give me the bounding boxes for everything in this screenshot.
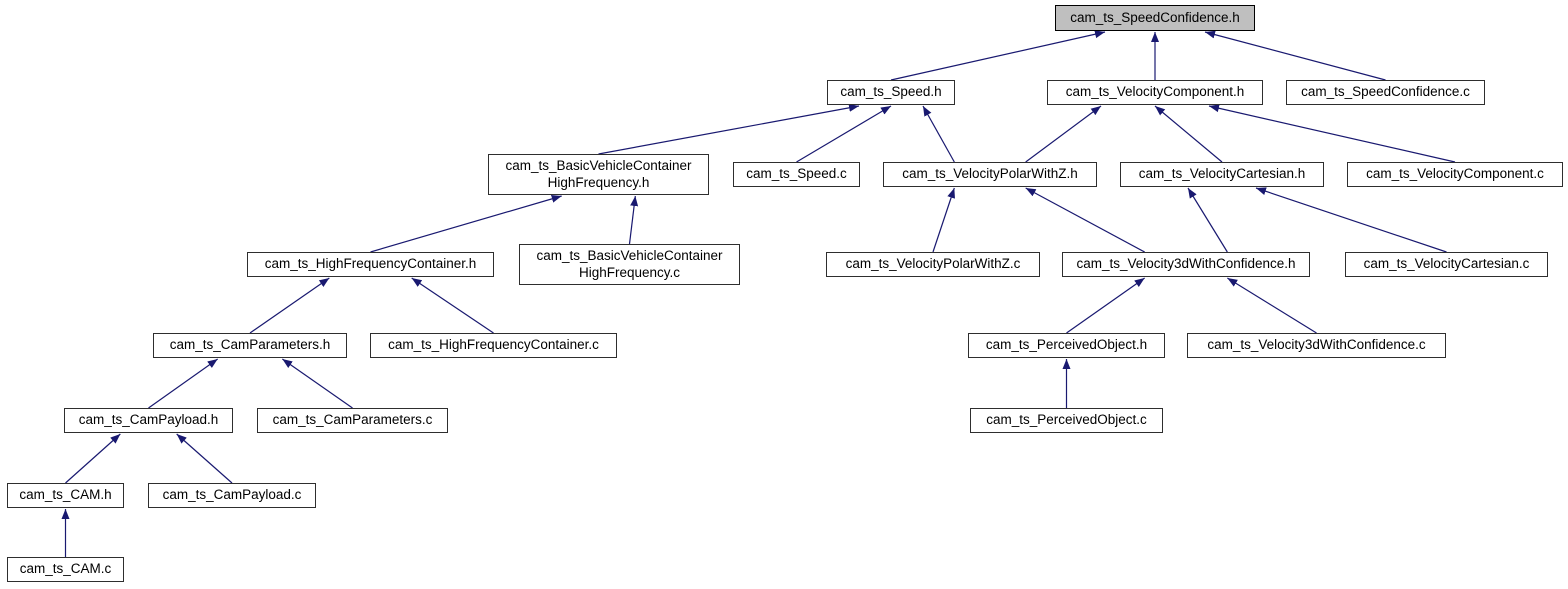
edge-cam-ts-velocitypolarwithz-h-to-cam-ts-speed-h [922, 105, 955, 163]
node-cam-ts-speedconfidence-h: cam_ts_SpeedConfidence.h [1055, 5, 1255, 31]
node-cam-ts-camparameters-h[interactable]: cam_ts_CamParameters.h [153, 333, 347, 358]
node-cam-ts-perceivedobject-c[interactable]: cam_ts_PerceivedObject.c [970, 408, 1163, 433]
node-cam-ts-camparameters-c[interactable]: cam_ts_CamParameters.c [257, 408, 448, 433]
edge-cam-ts-velocitycomponent-c-to-cam-ts-velocitycomponent-h [1208, 104, 1456, 163]
node-cam-ts-cam-h[interactable]: cam_ts_CAM.h [7, 483, 124, 508]
node-cam-ts-highfrequencycontainer-c[interactable]: cam_ts_HighFrequencyContainer.c [370, 333, 617, 358]
node-cam-ts-speed-h[interactable]: cam_ts_Speed.h [827, 80, 955, 105]
node-cam-ts-cam-c[interactable]: cam_ts_CAM.c [7, 557, 124, 582]
edge-cam-ts-velocitycartesian-h-to-cam-ts-velocitycomponent-h [1154, 105, 1223, 163]
edge-cam-ts-campayload-c-to-cam-ts-campayload-h [176, 433, 233, 484]
node-cam-ts-highfrequencycontainer-h[interactable]: cam_ts_HighFrequencyContainer.h [247, 252, 494, 277]
edge-cam-ts-camparameters-c-to-cam-ts-camparameters-h [281, 358, 353, 409]
node-cam-ts-velocity3dwithconfidence-c[interactable]: cam_ts_Velocity3dWithConfidence.c [1187, 333, 1446, 358]
node-cam-ts-velocitypolarwithz-c[interactable]: cam_ts_VelocityPolarWithZ.c [826, 252, 1040, 277]
edge-cam-ts-basicvehiclecontainerhighfrequency-c-to-cam-ts-basicvehiclecontainerhighfrequency-h [628, 195, 639, 245]
edge-cam-ts-cam-h-to-cam-ts-campayload-h [65, 433, 121, 484]
edge-cam-ts-speed-h-to-cam-ts-speedconfidence-h [890, 30, 1106, 81]
edge-cam-ts-velocitypolarwithz-c-to-cam-ts-velocitypolarwithz-h [932, 187, 955, 253]
edge-cam-ts-campayload-h-to-cam-ts-camparameters-h [148, 358, 219, 409]
node-cam-ts-speed-c[interactable]: cam_ts_Speed.c [733, 162, 860, 187]
edge-cam-ts-velocitycartesian-c-to-cam-ts-velocitycartesian-h [1255, 187, 1447, 253]
edge-cam-ts-velocity3dwithconfidence-h-to-cam-ts-velocitycartesian-h [1187, 187, 1228, 253]
edge-cam-ts-camparameters-h-to-cam-ts-highfrequencycontainer-h [249, 277, 330, 334]
edge-cam-ts-highfrequencycontainer-c-to-cam-ts-highfrequencycontainer-h [411, 277, 494, 334]
node-cam-ts-velocitycartesian-c[interactable]: cam_ts_VelocityCartesian.c [1345, 252, 1548, 277]
node-cam-ts-campayload-h[interactable]: cam_ts_CamPayload.h [64, 408, 233, 433]
edge-cam-ts-velocity3dwithconfidence-c-to-cam-ts-velocity3dwithconfidence-h [1227, 277, 1317, 334]
edge-cam-ts-speedconfidence-c-to-cam-ts-speedconfidence-h [1204, 30, 1386, 81]
edge-cam-ts-velocitypolarwithz-h-to-cam-ts-velocitycomponent-h [1025, 105, 1102, 163]
node-cam-ts-speedconfidence-c[interactable]: cam_ts_SpeedConfidence.c [1286, 80, 1485, 105]
edge-cam-ts-velocity3dwithconfidence-h-to-cam-ts-velocitypolarwithz-h [1025, 187, 1145, 253]
node-cam-ts-perceivedobject-h[interactable]: cam_ts_PerceivedObject.h [968, 333, 1165, 358]
node-cam-ts-velocitycomponent-h[interactable]: cam_ts_VelocityComponent.h [1047, 80, 1263, 105]
edge-cam-ts-basicvehiclecontainerhighfrequency-h-to-cam-ts-speed-h [598, 103, 860, 155]
node-cam-ts-velocitypolarwithz-h[interactable]: cam_ts_VelocityPolarWithZ.h [883, 162, 1097, 187]
edge-cam-ts-highfrequencycontainer-h-to-cam-ts-basicvehiclecontainerhighfrequency-h [370, 194, 562, 253]
node-cam-ts-basicvehiclecontainerhighfrequency-c[interactable]: cam_ts_BasicVehicleContainer HighFrequen… [519, 244, 740, 285]
node-cam-ts-velocitycartesian-h[interactable]: cam_ts_VelocityCartesian.h [1120, 162, 1324, 187]
edge-cam-ts-perceivedobject-h-to-cam-ts-velocity3dwithconfidence-h [1066, 277, 1146, 334]
node-cam-ts-basicvehiclecontainerhighfrequency-h[interactable]: cam_ts_BasicVehicleContainer HighFrequen… [488, 154, 709, 195]
node-cam-ts-campayload-c[interactable]: cam_ts_CamPayload.c [148, 483, 316, 508]
node-cam-ts-velocity3dwithconfidence-h[interactable]: cam_ts_Velocity3dWithConfidence.h [1062, 252, 1310, 277]
node-cam-ts-velocitycomponent-c[interactable]: cam_ts_VelocityComponent.c [1347, 162, 1563, 187]
edge-cam-ts-speed-c-to-cam-ts-speed-h [796, 105, 892, 163]
